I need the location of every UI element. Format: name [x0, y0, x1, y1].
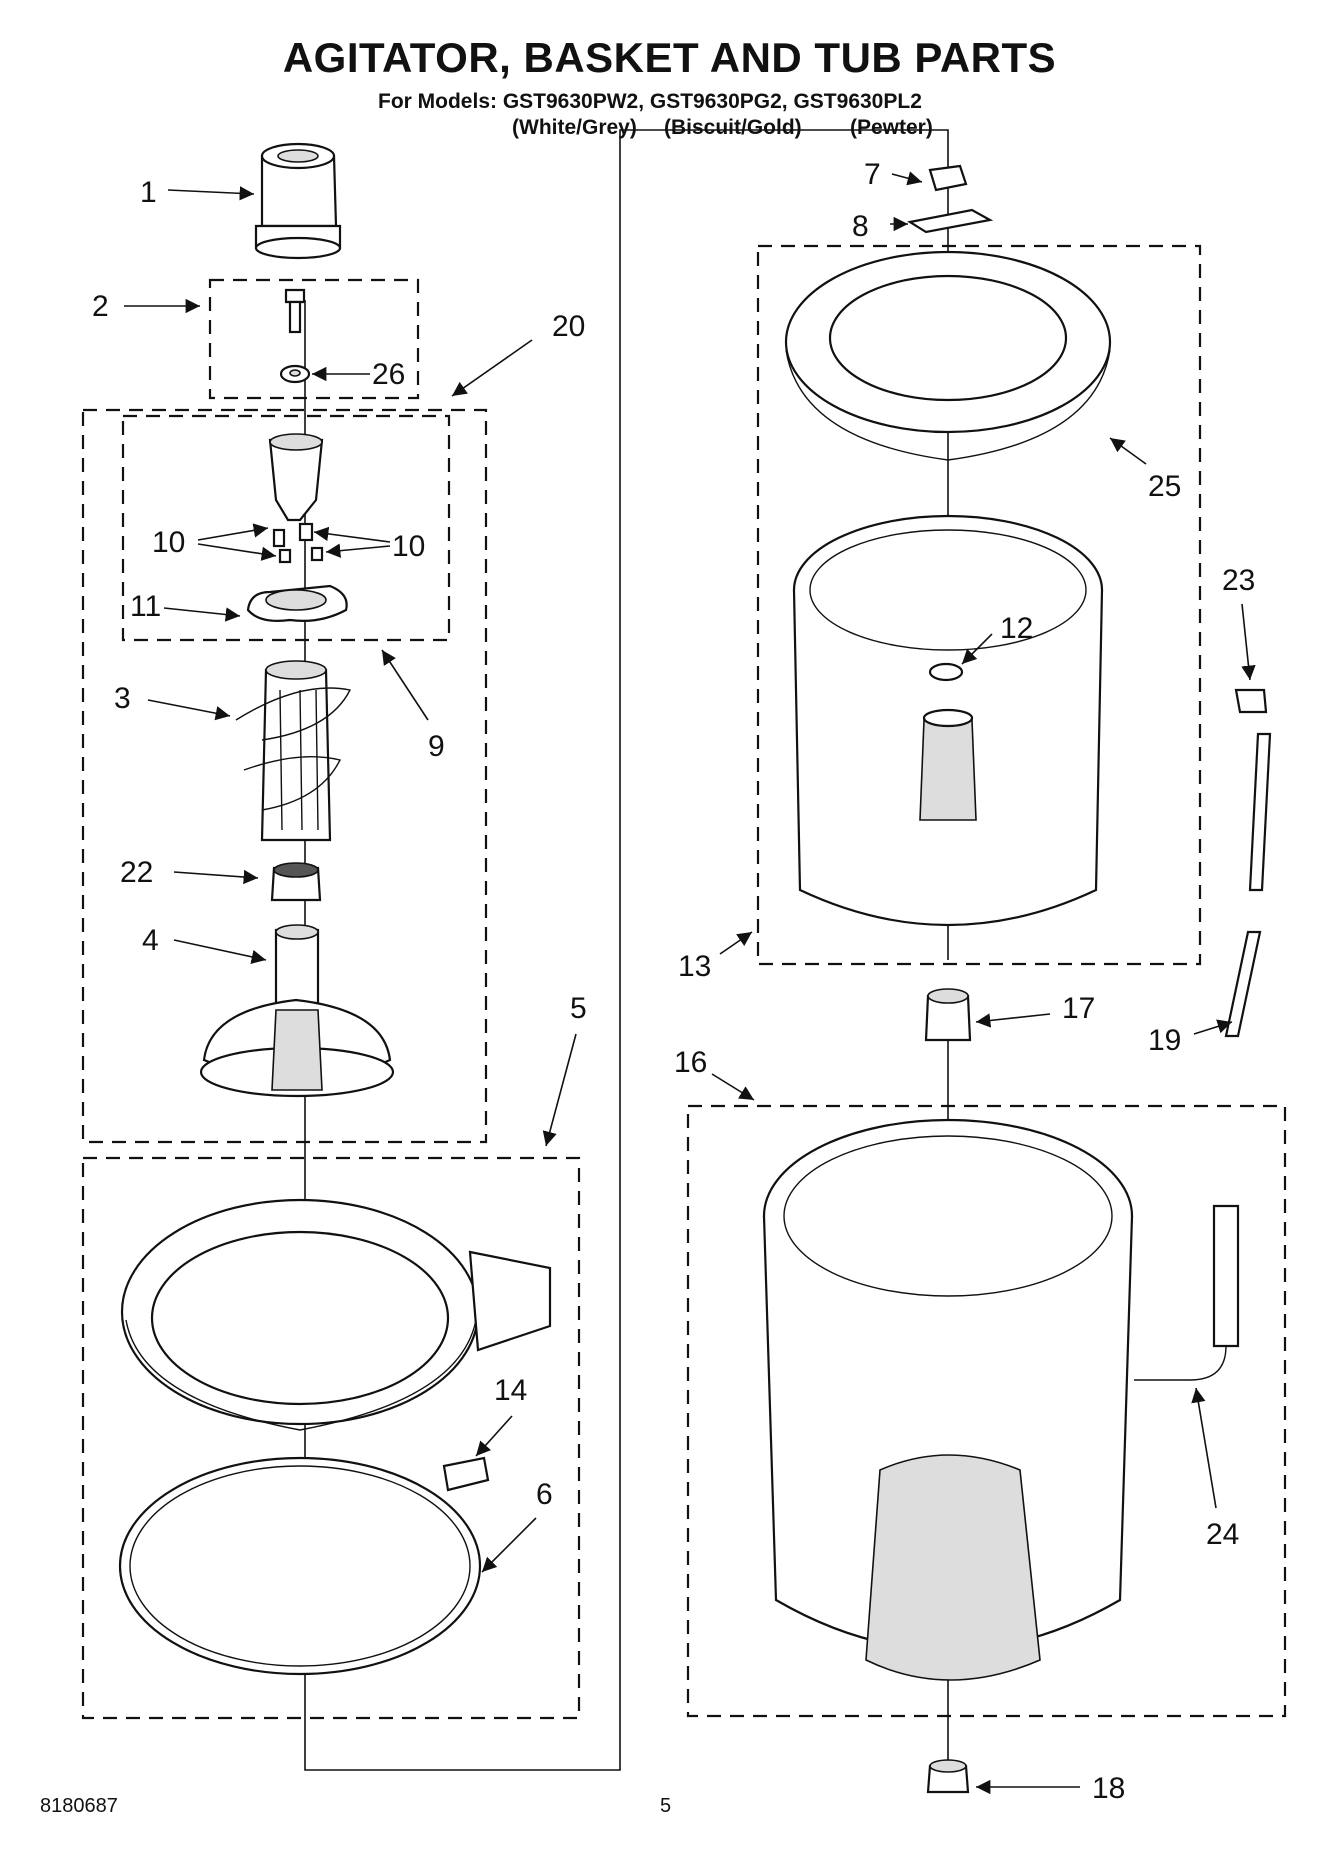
callout-11: 11	[130, 590, 161, 623]
drain-plug-part	[926, 1759, 970, 1794]
callout-6: 6	[536, 1478, 553, 1511]
agitator-cam-parts	[246, 433, 348, 622]
tub-seal-ring-part	[118, 1456, 482, 1676]
variant-biscuit-gold: (Biscuit/Gold)	[664, 116, 802, 139]
agitator-auger-part	[235, 660, 352, 842]
callout-20: 20	[552, 310, 585, 343]
callout-9: 9	[428, 730, 445, 763]
callout-13: 13	[678, 950, 711, 983]
page-title: AGITATOR, BASKET AND TUB PARTS	[282, 34, 1057, 81]
callout-leaders	[124, 171, 1256, 1795]
group-20-box	[81, 408, 488, 1144]
variant-white-grey: (White/Grey)	[512, 116, 637, 139]
agitator-drive-bell-part	[270, 862, 322, 902]
callout-23: 23	[1222, 564, 1255, 597]
callout-18: 18	[1092, 1772, 1125, 1805]
callout-22: 22	[120, 856, 153, 889]
variant-pewter: (Pewter)	[850, 116, 933, 139]
models-line: For Models: GST9630PW2, GST9630PG2, GST9…	[378, 90, 922, 113]
callout-5: 5	[570, 992, 587, 1025]
callout-24: 24	[1206, 1518, 1239, 1551]
clip-part	[442, 1456, 490, 1492]
callout-12: 12	[1000, 612, 1033, 645]
callout-16: 16	[674, 1046, 707, 1079]
group-16-box	[686, 1104, 1287, 1718]
callout-25: 25	[1148, 470, 1181, 503]
drain-hose-part	[1134, 1204, 1240, 1381]
agitator-base-part	[199, 924, 395, 1098]
callout-19: 19	[1148, 1024, 1181, 1057]
balance-ring-part	[784, 250, 1112, 461]
callout-numbers: 1 2 26 20 10 10 11 9 3 22 4 5 14 6 7 8 2…	[92, 158, 1255, 1805]
callout-14: 14	[494, 1374, 527, 1407]
hose-and-clamp-parts	[1224, 688, 1272, 1038]
callout-1: 1	[140, 176, 157, 209]
callout-26: 26	[372, 358, 405, 391]
snubber-parts	[907, 164, 994, 234]
group-9-box	[121, 414, 451, 642]
callout-10-right: 10	[392, 530, 425, 563]
tub-ring-part	[120, 1198, 552, 1431]
callout-3: 3	[114, 682, 131, 715]
callout-8: 8	[852, 210, 869, 243]
callout-7: 7	[864, 158, 881, 191]
agitator-cap-part	[254, 142, 342, 260]
group-2-box	[208, 278, 420, 400]
tub-seal-part	[924, 988, 972, 1042]
callout-4: 4	[142, 924, 159, 957]
document-number: 8180687	[40, 1795, 118, 1817]
callout-10-left: 10	[152, 526, 185, 559]
basket-nut-part	[928, 662, 964, 682]
callout-2: 2	[92, 290, 109, 323]
page-number: 5	[660, 1795, 672, 1817]
group-13-box	[756, 244, 1202, 966]
agitator-bolt-part	[279, 288, 311, 384]
outer-tub-part	[762, 1118, 1134, 1681]
spin-basket-part	[792, 514, 1104, 927]
callout-17: 17	[1062, 992, 1095, 1025]
